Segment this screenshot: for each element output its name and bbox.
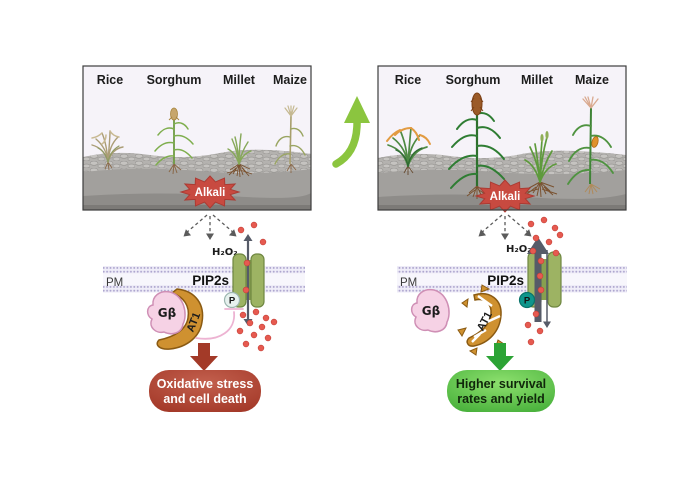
sorghum-plant-healthy (448, 92, 505, 189)
at1-fragments (457, 284, 506, 356)
maize-roots (584, 183, 601, 195)
h2o2-molecules-right (524, 216, 564, 346)
maize-plant-healthy (567, 96, 614, 185)
positive-outcome-arrow (486, 343, 514, 371)
right-panel-border (377, 65, 627, 211)
pm-label-left: PM (106, 277, 123, 289)
rice-roots (104, 161, 113, 171)
pip2s-label-left: PIP2s (192, 273, 229, 288)
at1-cracks (471, 295, 501, 343)
maize-tassel (582, 96, 599, 109)
right-label-sorghum: Sorghum (446, 73, 501, 87)
millet-plant-healthy (524, 131, 557, 183)
right-panel: Rice Sorghum Millet Maize Alkali (377, 65, 627, 213)
alkali-signal-arrows-right (480, 214, 530, 234)
left-label-millet: Millet (223, 73, 256, 87)
maize-plant-stressed (274, 105, 306, 165)
soil-bottom-band (83, 205, 311, 210)
gbeta-label-left: Gβ (158, 306, 177, 320)
at1-protein-left: AT1 (156, 288, 204, 350)
at1-protein-degraded: AT1 (457, 284, 506, 356)
rice-plant-stressed (91, 130, 124, 163)
alkali-label-right: Alkali (490, 191, 521, 203)
phospho-badge-right: P (518, 291, 536, 309)
pip2s-label-right: PIP2s (487, 273, 524, 288)
gbeta-protein-right: Gβ (410, 288, 450, 333)
alkali-label-left: Alkali (195, 187, 226, 199)
rice-plant-healthy (386, 127, 431, 167)
left-label-sorghum: Sorghum (147, 73, 202, 87)
outcome-box-negative: Oxidative stress and cell death (149, 370, 261, 412)
sorghum-roots (168, 163, 182, 175)
right-label-rice: Rice (395, 73, 421, 87)
right-panel-soil (378, 150, 626, 210)
sorghum-panicle (471, 92, 483, 116)
maize-cob (591, 136, 599, 148)
rice-roots (403, 165, 414, 175)
h2o2-label-right: H₂O₂ (506, 244, 532, 255)
negative-outcome-arrow (190, 343, 218, 371)
right-pathway: H₂O₂ PM PIP2s (397, 214, 627, 412)
millet-root-ball (226, 163, 253, 178)
phospho-badge-left: P (223, 291, 241, 309)
left-label-rice: Rice (97, 73, 123, 87)
right-label-millet: Millet (521, 73, 554, 87)
pm-label-right: PM (400, 277, 417, 289)
alkali-signal-arrows-left (185, 214, 235, 234)
negative-outcome-line1: Oxidative stress (157, 377, 254, 391)
influx-arrow-right (543, 250, 551, 328)
inhibition-line (195, 308, 244, 340)
millet-plant-stressed (227, 133, 252, 165)
left-panel: Rice Sorghum Millet Maize Alkali (82, 65, 312, 211)
positive-outcome-line1: Higher survival (456, 377, 546, 391)
rice-grain-panicles (386, 127, 431, 145)
millet-root-ball (523, 181, 558, 198)
alkali-starburst-left: Alkali (179, 175, 241, 209)
alkali-signal-arrowheads-left (183, 229, 237, 240)
plasma-membrane-right (397, 266, 627, 293)
negative-outcome-line2: and cell death (163, 392, 246, 406)
positive-outcome-line2: rates and yield (457, 392, 545, 406)
left-label-maize: Maize (273, 73, 307, 87)
maize-roots (286, 163, 297, 173)
h2o2-label-left: H₂O₂ (212, 247, 238, 258)
gbeta-protein-left: Gβ (146, 290, 186, 335)
right-label-maize: Maize (575, 73, 609, 87)
alkali-signal-arrowheads-right (478, 229, 532, 240)
gbeta-label-right: Gβ (422, 304, 441, 318)
h2o2-molecules-left (236, 221, 278, 352)
phospho-label-right: P (524, 296, 531, 307)
transition-arrow-icon (332, 96, 370, 168)
sorghum-plant-stressed (154, 107, 194, 166)
left-panel-border (82, 65, 312, 211)
outcome-box-positive: Higher survival rates and yield (447, 370, 555, 412)
left-pathway: H₂O₂ PM PIP2s (103, 214, 305, 412)
plasma-membrane-left (103, 266, 305, 293)
phospho-label-left: P (229, 296, 236, 307)
